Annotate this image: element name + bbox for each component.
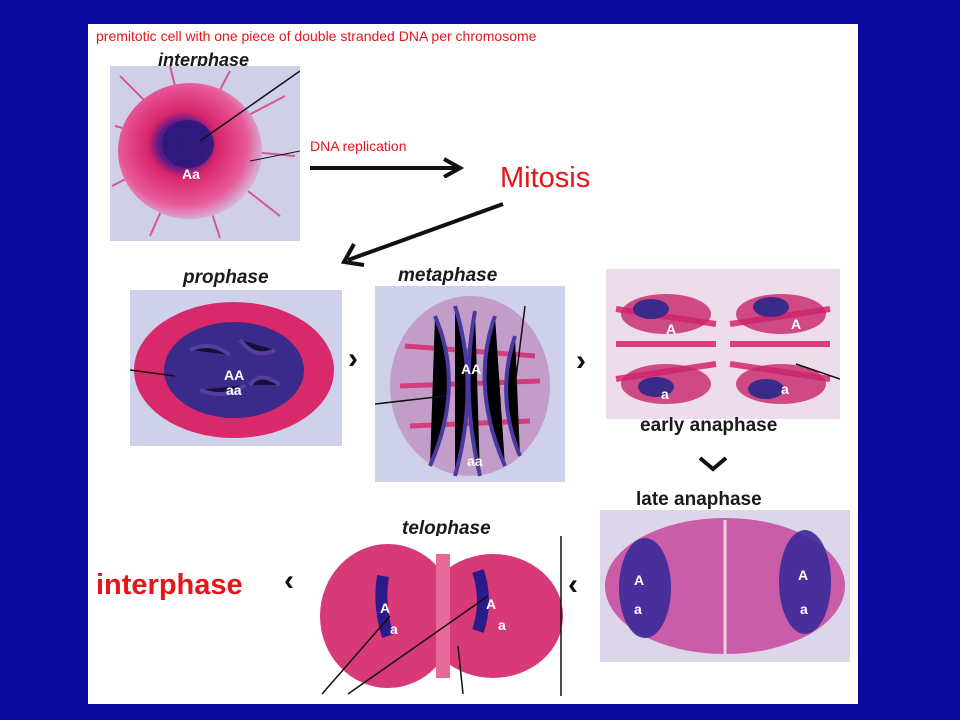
early-anaphase-allele: a [661,386,669,402]
interphase-allele: Aa [182,166,200,182]
prophase-label: prophase [183,267,269,288]
early-anaphase-allele: A [791,316,801,332]
early-anaphase-allele: A [666,321,676,337]
telophase-label: telophase [402,518,491,539]
metaphase-label: metaphase [398,265,498,286]
late-anaphase-label: late anaphase [636,489,762,510]
metaphase-allele-upper: AA [461,361,481,377]
chevron-right-icon: › [348,342,358,375]
chevron-down-icon [698,456,728,472]
interphase-top-label: interphase [158,50,250,70]
late-anaphase-allele: a [800,601,808,617]
dna-replication-arrow [310,157,465,178]
mitosis-title: Mitosis [500,162,591,194]
early-anaphase-label: early anaphase [640,415,778,436]
late-anaphase-allele: a [634,601,642,617]
early-anaphase-allele: a [781,381,789,397]
chevron-right-icon: › [576,344,586,377]
telophase-allele: a [498,617,506,633]
late-anaphase-allele: A [634,572,644,588]
diagram-panel: premitotic cell with one piece of double… [88,24,858,704]
telophase-allele: A [380,600,390,616]
final-interphase-label: interphase [96,569,243,601]
metaphase-cell-image: AA aa [375,286,565,482]
telophase-allele: A [486,596,496,612]
late-anaphase-allele: A [798,567,808,583]
header-note: premitotic cell with one piece of double… [96,28,537,44]
late-anaphase-cell-image: A A a a [600,510,850,662]
dna-replication-label: DNA replication [310,138,407,154]
prophase-cell-image: AA aa [130,290,342,446]
telophase-cell-image: A A a a [318,536,564,696]
mitosis-to-prophase-arrow [340,202,504,267]
interphase-cell-image: Aa [110,66,300,241]
metaphase-allele-lower: aa [467,453,483,469]
prophase-allele-lower: aa [226,382,242,398]
prophase-allele-upper: AA [224,367,244,383]
chevron-left-icon: ‹ [568,568,578,601]
telophase-allele: a [390,621,398,637]
chevron-left-icon: ‹ [284,564,294,597]
early-anaphase-cell-image: A A a a [606,269,840,419]
